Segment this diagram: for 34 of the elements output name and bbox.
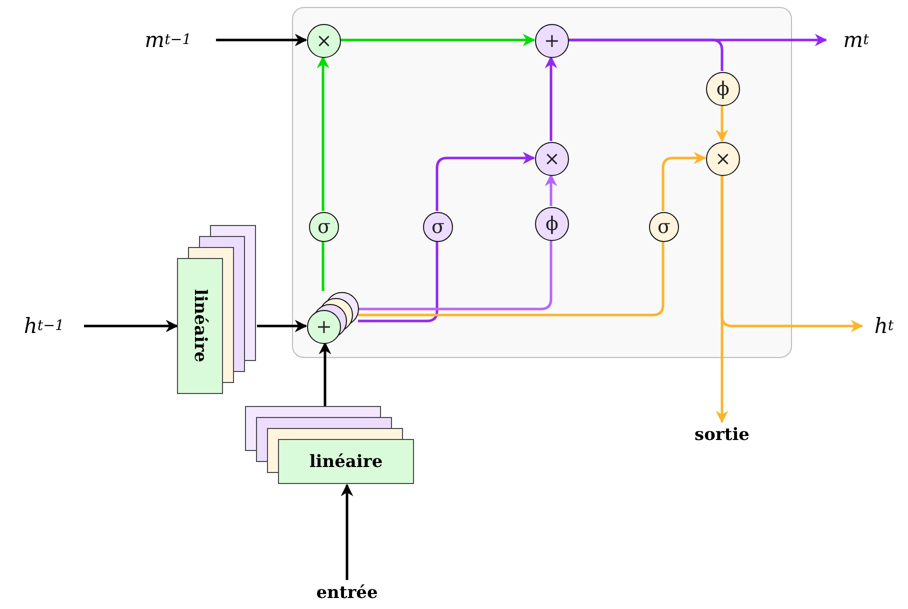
connector-line	[358, 241, 664, 316]
connector-line	[358, 241, 438, 322]
arrow	[340, 484, 354, 580]
connector-line	[568, 38, 724, 71]
arrow	[544, 56, 558, 141]
io-label: sortie	[672, 422, 772, 448]
arrow	[84, 320, 178, 332]
operator-circle: ϕ	[535, 207, 569, 241]
linear-layer-stack	[177, 225, 257, 394]
operator-circle: ×	[706, 142, 740, 176]
operator-circle: σ	[649, 212, 679, 242]
arrow	[216, 34, 308, 46]
arrow	[716, 175, 728, 424]
operator-circle: +	[535, 24, 569, 58]
arrow	[257, 320, 308, 332]
layer-label: linéaire	[309, 452, 383, 472]
connector-line	[358, 240, 552, 310]
operator-circle: ×	[535, 142, 569, 176]
operator-circle: σ	[423, 212, 453, 242]
layer-label: linéaire	[190, 289, 210, 363]
cell-box	[292, 7, 792, 358]
operator-circle: σ	[309, 212, 339, 242]
connector-line	[322, 241, 324, 291]
operator-circle: ϕ	[706, 72, 740, 106]
arrow	[318, 342, 332, 406]
linear-layer-stack	[245, 406, 415, 485]
arrow	[340, 34, 536, 46]
operator-circle: ×	[307, 24, 341, 58]
arrow	[662, 152, 706, 211]
io-label: entrée	[296, 580, 398, 606]
arrow	[544, 174, 558, 206]
arrow	[716, 105, 728, 142]
arrow	[316, 56, 330, 211]
arrow	[436, 152, 536, 211]
